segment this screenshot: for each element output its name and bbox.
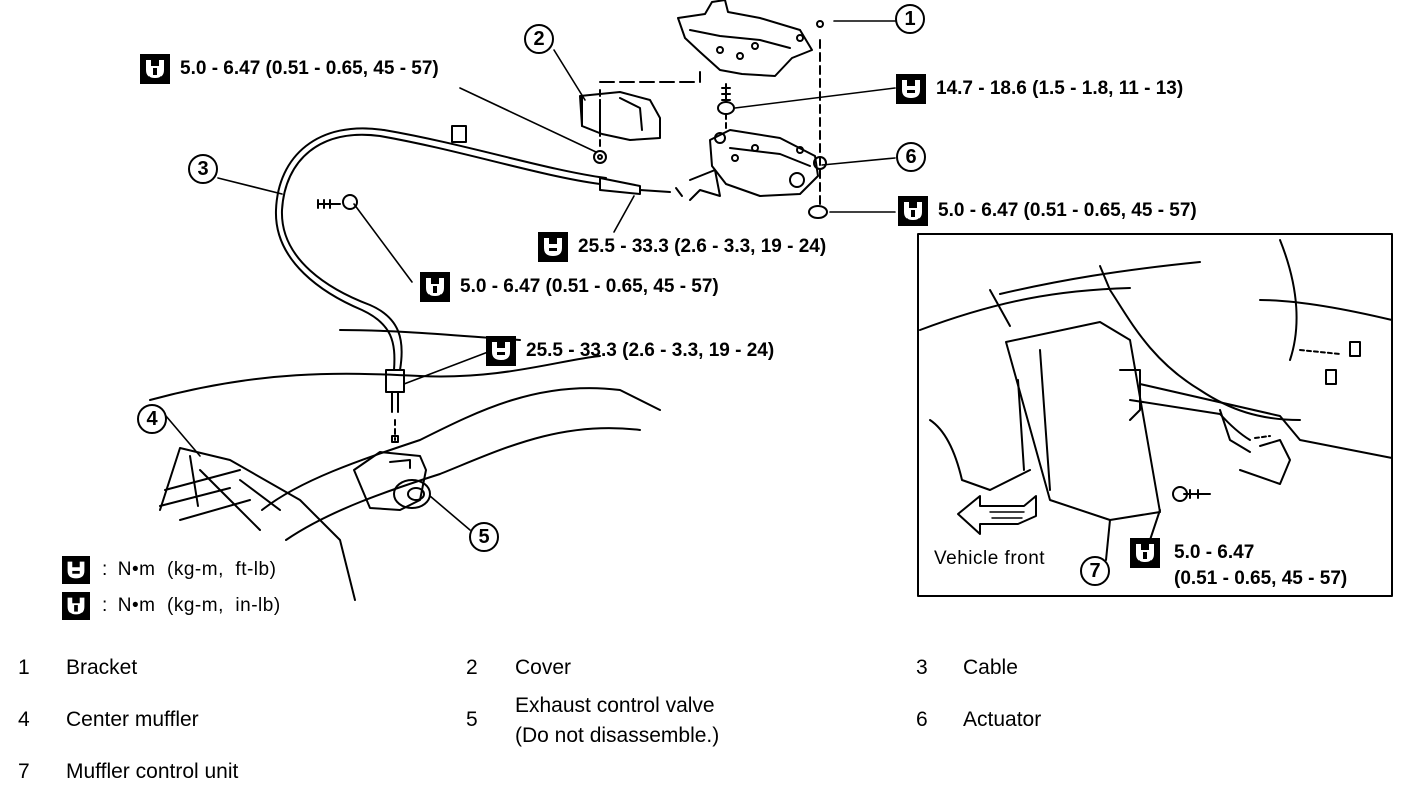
- part-name: Center muffler: [66, 708, 199, 731]
- torque-wrench-ftlb-icon: [538, 232, 568, 262]
- torque-label-actuator-nut: 5.0 - 6.47 (0.51 - 0.65, 45 - 57): [898, 196, 1197, 226]
- legend-ftlb: : N•m (kg-m, ft-lb): [62, 556, 276, 584]
- cable-drawing: [274, 125, 683, 443]
- torque-value-line2: (0.51 - 0.65, 45 - 57): [1174, 568, 1348, 589]
- part-number: 6: [916, 708, 928, 731]
- torque-value: 5.0 - 6.47 (0.51 - 0.65, 45 - 57): [460, 276, 719, 297]
- torque-label-cable-bolt: 5.0 - 6.47 (0.51 - 0.65, 45 - 57): [420, 272, 719, 302]
- part-name: Actuator: [963, 708, 1042, 731]
- callout-7: 7: [1080, 556, 1110, 586]
- torque-wrench-inlb-icon: [1130, 538, 1160, 568]
- callout-6: 6: [896, 142, 926, 172]
- cable-bolt-drawing: [317, 194, 358, 210]
- torque-wrench-nm-icon: [62, 556, 90, 584]
- valve-drawing: [353, 451, 431, 511]
- muffler-drawing: [149, 329, 661, 601]
- leader-lines: [165, 20, 896, 531]
- part-name: Cover: [515, 656, 572, 679]
- torque-value-line1: 5.0 - 6.47: [1174, 542, 1255, 563]
- legend-colon: :: [102, 559, 108, 580]
- torque-wrench-inlb-icon: [140, 54, 170, 84]
- callout-5: 5: [469, 522, 499, 552]
- part-number: 4: [18, 708, 30, 731]
- torque-value: 5.0 - 6.47 (0.51 - 0.65, 45 - 57): [938, 200, 1197, 221]
- callout-3: 3: [188, 154, 218, 184]
- torque-value: 25.5 - 33.3 (2.6 - 3.3, 19 - 24): [526, 340, 775, 361]
- torque-value: 5.0 - 6.47 (0.51 - 0.65, 45 - 57): [180, 58, 439, 79]
- bolt-drawing: [717, 83, 735, 131]
- callout-4: 4: [137, 404, 167, 434]
- callout-2: 2: [524, 24, 554, 54]
- parts-list: 1 Bracket 2 Cover 3 Cable 4 Center muffl…: [0, 640, 1408, 790]
- part-name: Muffler control unit: [66, 760, 239, 783]
- exploded-diagram: [149, 0, 1393, 601]
- part-name: Exhaust control valve: [515, 694, 715, 717]
- part-name: Cable: [963, 656, 1018, 679]
- torque-label-control-unit-text: 5.0 - 6.47 (0.51 - 0.65, 45 - 57): [1174, 540, 1347, 592]
- part-number: 2: [466, 656, 478, 679]
- inset-view: [917, 233, 1393, 597]
- callout-1: 1: [895, 4, 925, 34]
- part-number: 5: [466, 708, 478, 731]
- torque-wrench-inlb-icon: [62, 592, 90, 620]
- torque-value: 14.7 - 18.6 (1.5 - 1.8, 11 - 13): [936, 78, 1184, 99]
- actuator-drawing: [689, 39, 828, 219]
- torque-wrench-ftlb-icon: [896, 74, 926, 104]
- torque-wrench-inlb-icon: [898, 196, 928, 226]
- torque-label-bracket-bolt: 14.7 - 18.6 (1.5 - 1.8, 11 - 13): [896, 74, 1183, 104]
- vehicle-front-label: Vehicle front: [934, 548, 1046, 569]
- torque-label-cable-actuator-end: 25.5 - 33.3 (2.6 - 3.3, 19 - 24): [538, 232, 826, 262]
- legend-unit-text: N•m (kg-m, in-lb): [117, 595, 281, 616]
- part-number: 7: [18, 760, 30, 783]
- legend-colon: :: [102, 595, 108, 616]
- legend-unit-text: N•m (kg-m, ft-lb): [117, 559, 277, 580]
- part-number: 3: [916, 656, 928, 679]
- torque-wrench-ftlb-icon: [486, 336, 516, 366]
- cover-drawing: [579, 89, 661, 164]
- part-number: 1: [18, 656, 30, 679]
- part-name: Bracket: [66, 656, 138, 679]
- torque-wrench-inlb-icon: [420, 272, 450, 302]
- part-note: (Do not disassemble.): [515, 724, 720, 747]
- torque-label-cover-nut: 5.0 - 6.47 (0.51 - 0.65, 45 - 57): [140, 54, 439, 84]
- legend-inlb: : N•m (kg-m, in-lb): [62, 592, 281, 620]
- bracket-drawing: [599, 0, 824, 83]
- torque-value: 25.5 - 33.3 (2.6 - 3.3, 19 - 24): [578, 236, 827, 257]
- torque-label-control-unit-bolt: [1130, 538, 1170, 568]
- torque-label-cable-valve-end: 25.5 - 33.3 (2.6 - 3.3, 19 - 24): [486, 336, 774, 366]
